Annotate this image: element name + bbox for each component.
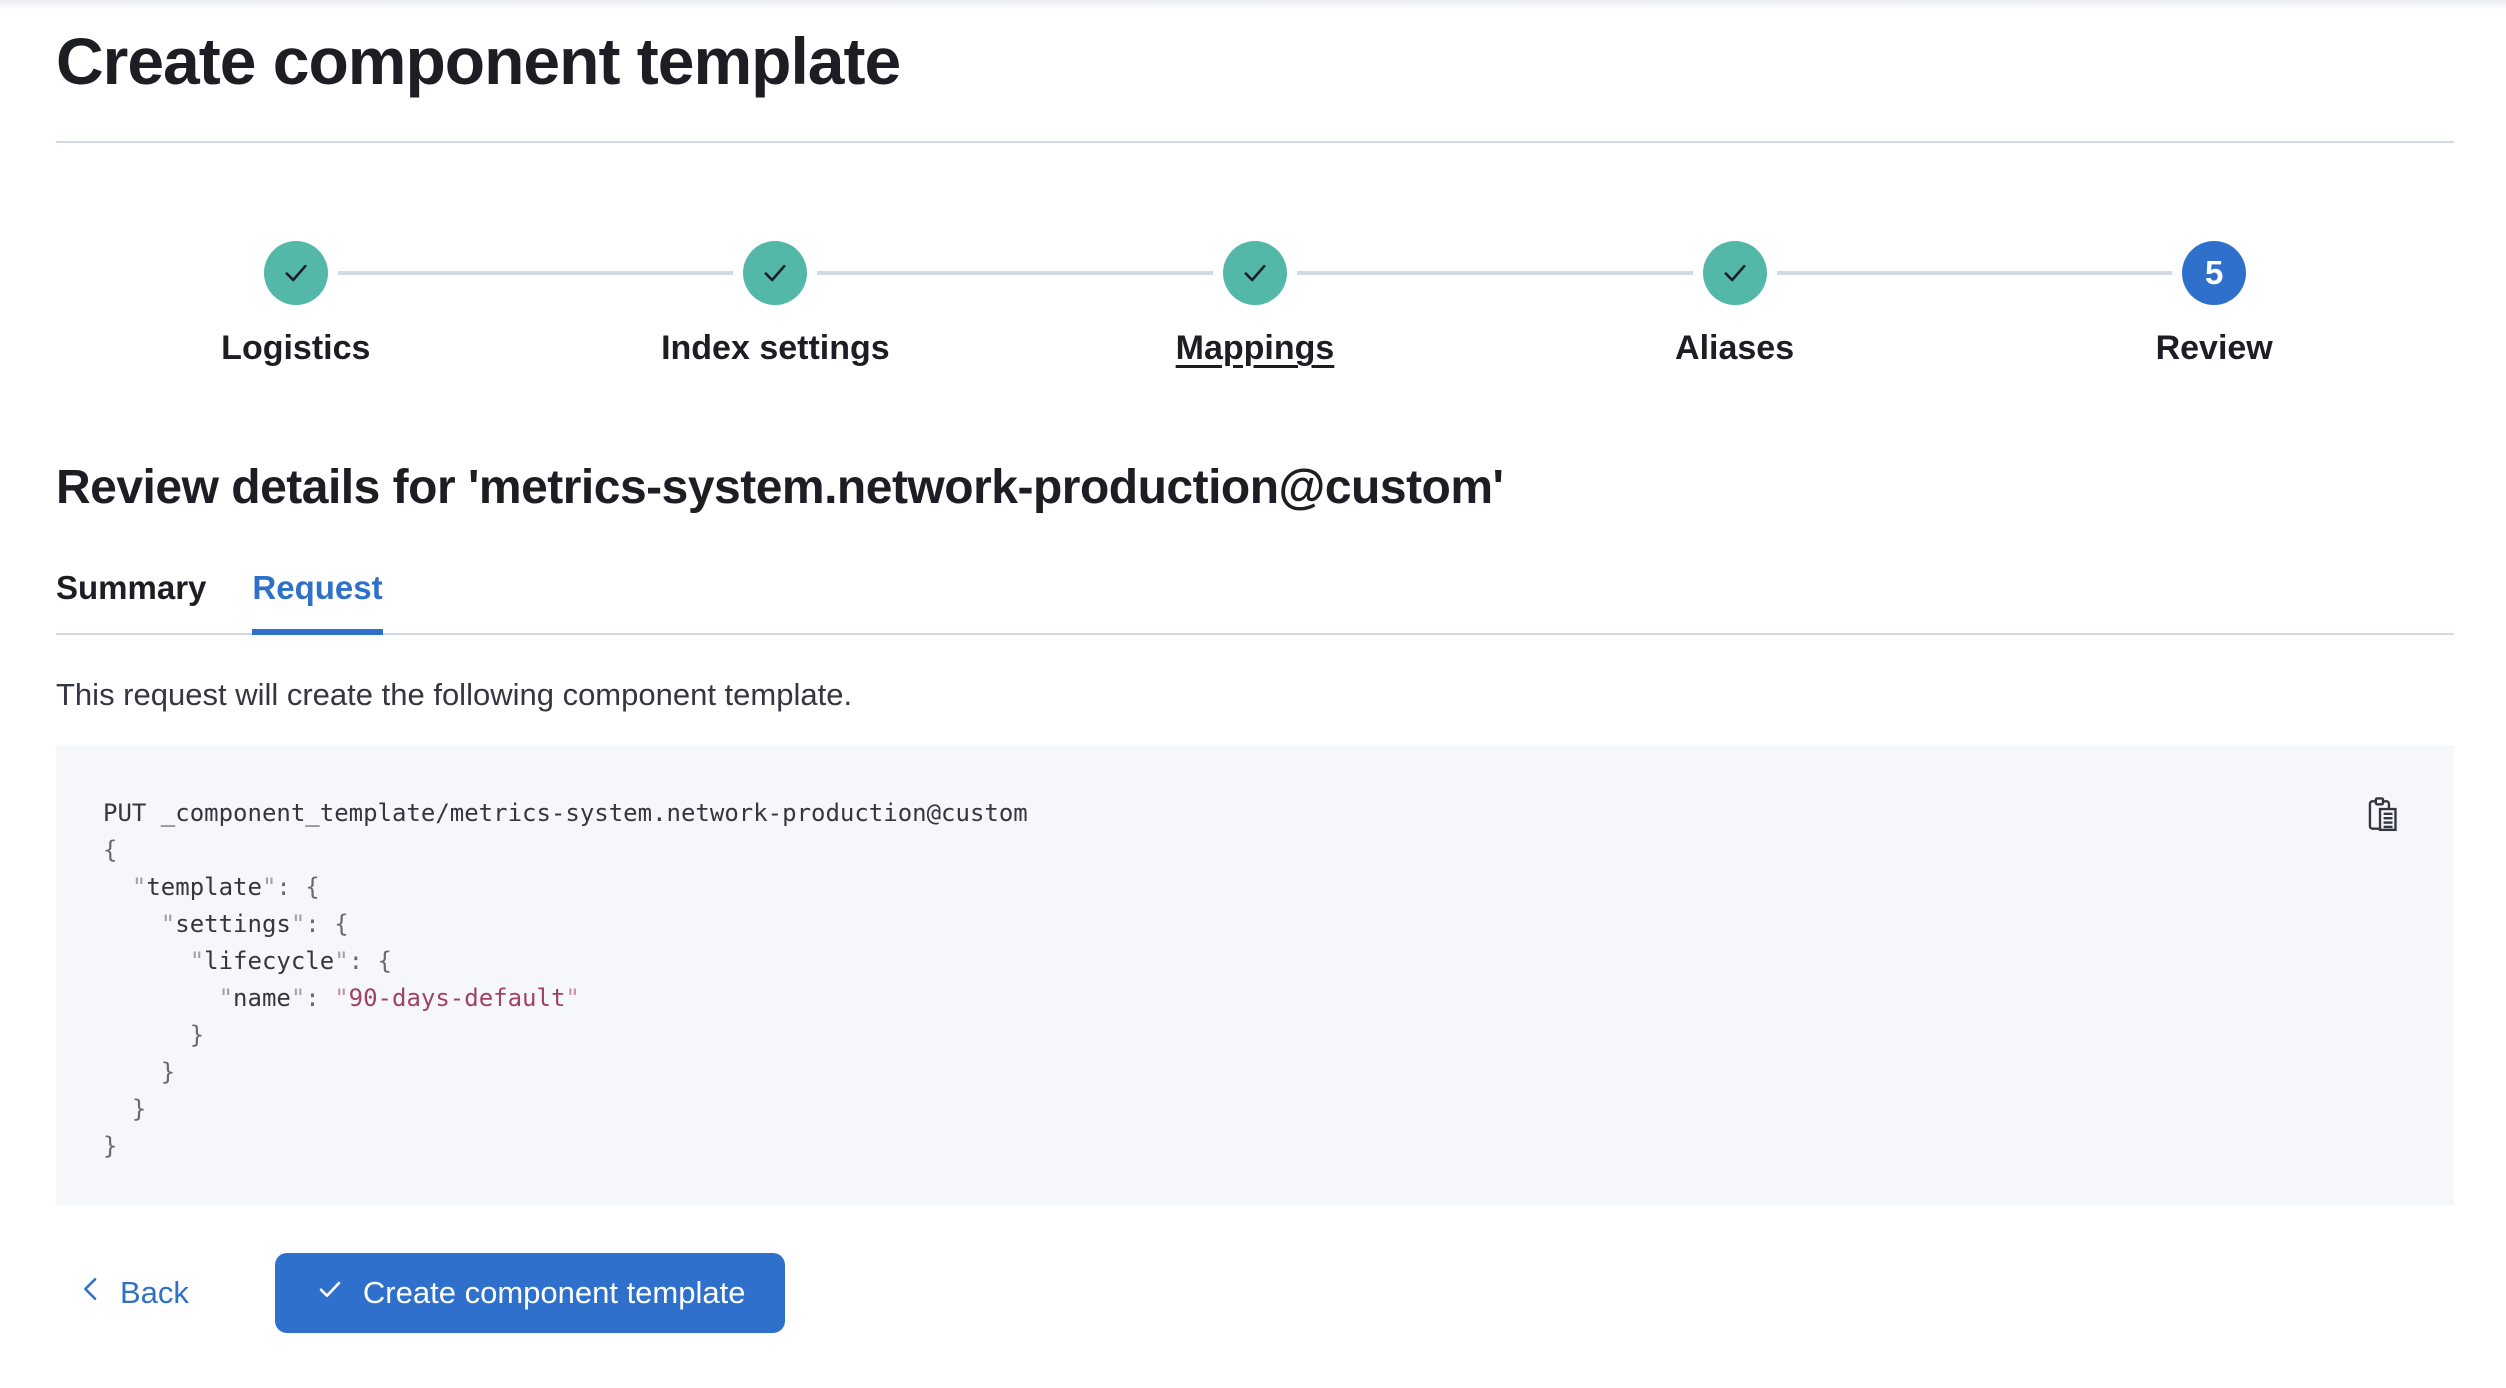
request-code-block: PUT _component_template/metrics-system.n… <box>56 745 2454 1206</box>
code-line: { <box>103 836 118 865</box>
top-scroll-shadow <box>0 0 2506 10</box>
step-label: Index settings <box>661 329 890 368</box>
copy-clipboard-icon <box>2364 796 2402 837</box>
create-component-template-button[interactable]: Create component template <box>274 1253 786 1334</box>
review-description: This request will create the following c… <box>56 677 853 713</box>
step-label: Logistics <box>221 329 371 368</box>
code-line: } <box>103 1058 176 1087</box>
code-line: } <box>103 1095 147 1124</box>
code-line: "lifecycle": { <box>189 947 393 976</box>
title-divider <box>56 141 2454 144</box>
copy-button[interactable] <box>2364 796 2402 837</box>
footer: Back Create component template <box>56 1253 2454 1334</box>
request-code: PUT _component_template/metrics-system.n… <box>103 795 2344 1165</box>
create-button-label: Create component template <box>362 1275 746 1311</box>
step-label: Review <box>2155 329 2273 368</box>
step-label: Mappings <box>1175 329 1335 368</box>
step-number-badge: 5 <box>2182 241 2247 306</box>
code-line: "name": "90-days-default" <box>218 984 580 1013</box>
code-line: PUT _component_template/metrics-system.n… <box>103 799 1028 828</box>
step-logistics[interactable]: Logistics <box>56 241 536 368</box>
check-icon <box>1702 241 1767 306</box>
chevron-left-icon <box>78 1274 104 1312</box>
back-button[interactable]: Back <box>56 1274 209 1312</box>
check-icon <box>263 241 328 306</box>
page-title: Create component template <box>56 24 901 98</box>
check-icon <box>315 1274 345 1312</box>
step-mappings[interactable]: Mappings <box>1015 241 1495 368</box>
check-icon <box>1222 241 1287 306</box>
code-line: "template": { <box>131 873 320 902</box>
tab-request[interactable]: Request <box>252 569 383 636</box>
code-line: } <box>103 1021 205 1050</box>
create-component-template-page: Create component template Logistics Index… <box>0 22 2506 1334</box>
back-label: Back <box>120 1275 189 1311</box>
step-aliases[interactable]: Aliases <box>1494 241 1975 368</box>
tab-summary[interactable]: Summary <box>56 569 207 607</box>
code-line: "settings": { <box>160 910 349 939</box>
step-index-settings[interactable]: Index settings <box>535 241 1016 368</box>
tabs: Summary Request <box>56 569 2454 636</box>
review-heading: Review details for 'metrics-system.netwo… <box>56 461 1504 515</box>
code-line: } <box>103 1132 118 1161</box>
check-icon <box>743 241 808 306</box>
step-label: Aliases <box>1675 329 1795 368</box>
